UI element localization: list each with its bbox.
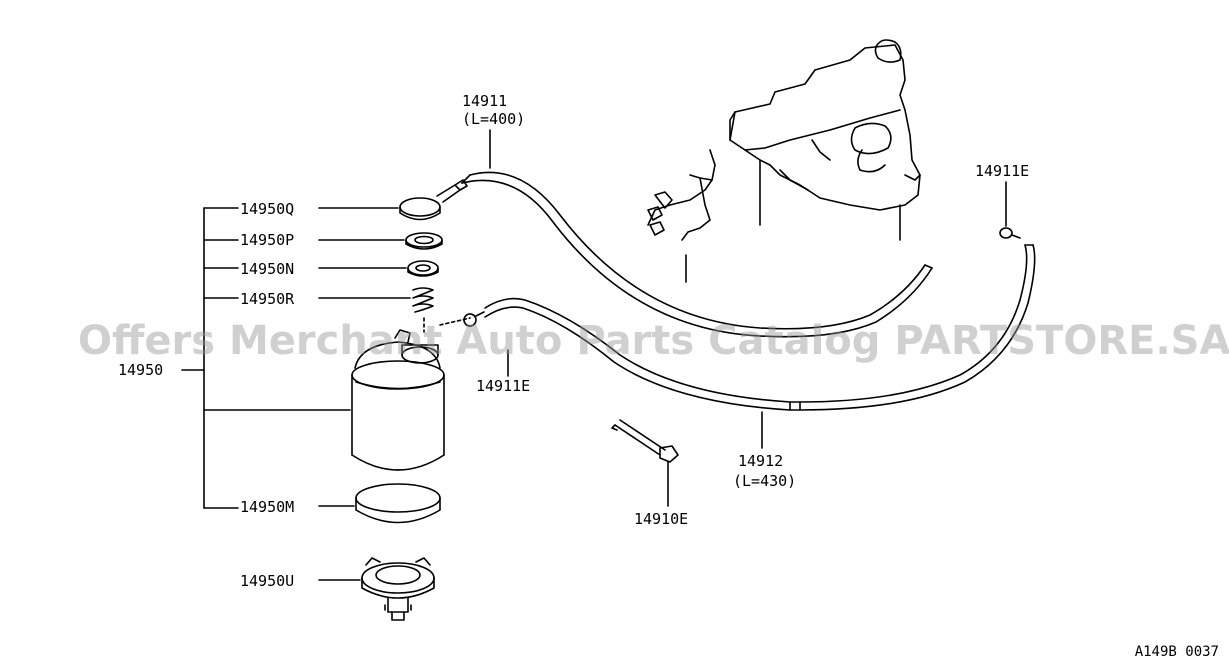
part-14950Q-cap xyxy=(399,179,468,221)
label-14950U: 14950U xyxy=(240,572,295,590)
label-14911: 14911 xyxy=(462,92,508,110)
label-14950: 14950 xyxy=(118,361,164,379)
leader-lines xyxy=(181,129,1007,581)
diagram-code: A149B 0037 xyxy=(1134,644,1219,660)
label-14911E-top: 14911E xyxy=(975,162,1030,180)
part-14910E-bolt xyxy=(611,419,679,463)
label-14911-length: (L=400) xyxy=(462,110,526,128)
part-14950P-gasket xyxy=(405,232,443,250)
clamp-14911e-mid xyxy=(463,311,485,327)
label-14910E: 14910E xyxy=(634,510,689,528)
label-14950P: 14950P xyxy=(240,231,295,249)
watermark: Offers Merchant Auto Parts Catalog PARTS… xyxy=(78,318,1229,364)
label-14911E-mid: 14911E xyxy=(476,377,531,395)
part-14950M-filter xyxy=(355,483,441,524)
label-14912: 14912 xyxy=(738,452,784,470)
clamp-14911e-top xyxy=(999,227,1021,239)
part-14950N-ring xyxy=(407,260,439,277)
hose-14912 xyxy=(484,244,1036,411)
engine-illustration xyxy=(647,39,921,283)
part-14950U-cover xyxy=(361,557,435,621)
canister-14950 xyxy=(351,329,445,471)
label-14912-length: (L=430) xyxy=(733,472,797,490)
label-14950R: 14950R xyxy=(240,290,295,308)
label-14950N: 14950N xyxy=(240,260,295,278)
label-14950M: 14950M xyxy=(240,498,295,516)
part-14950R-spring xyxy=(412,287,471,333)
label-14950Q: 14950Q xyxy=(240,200,295,218)
